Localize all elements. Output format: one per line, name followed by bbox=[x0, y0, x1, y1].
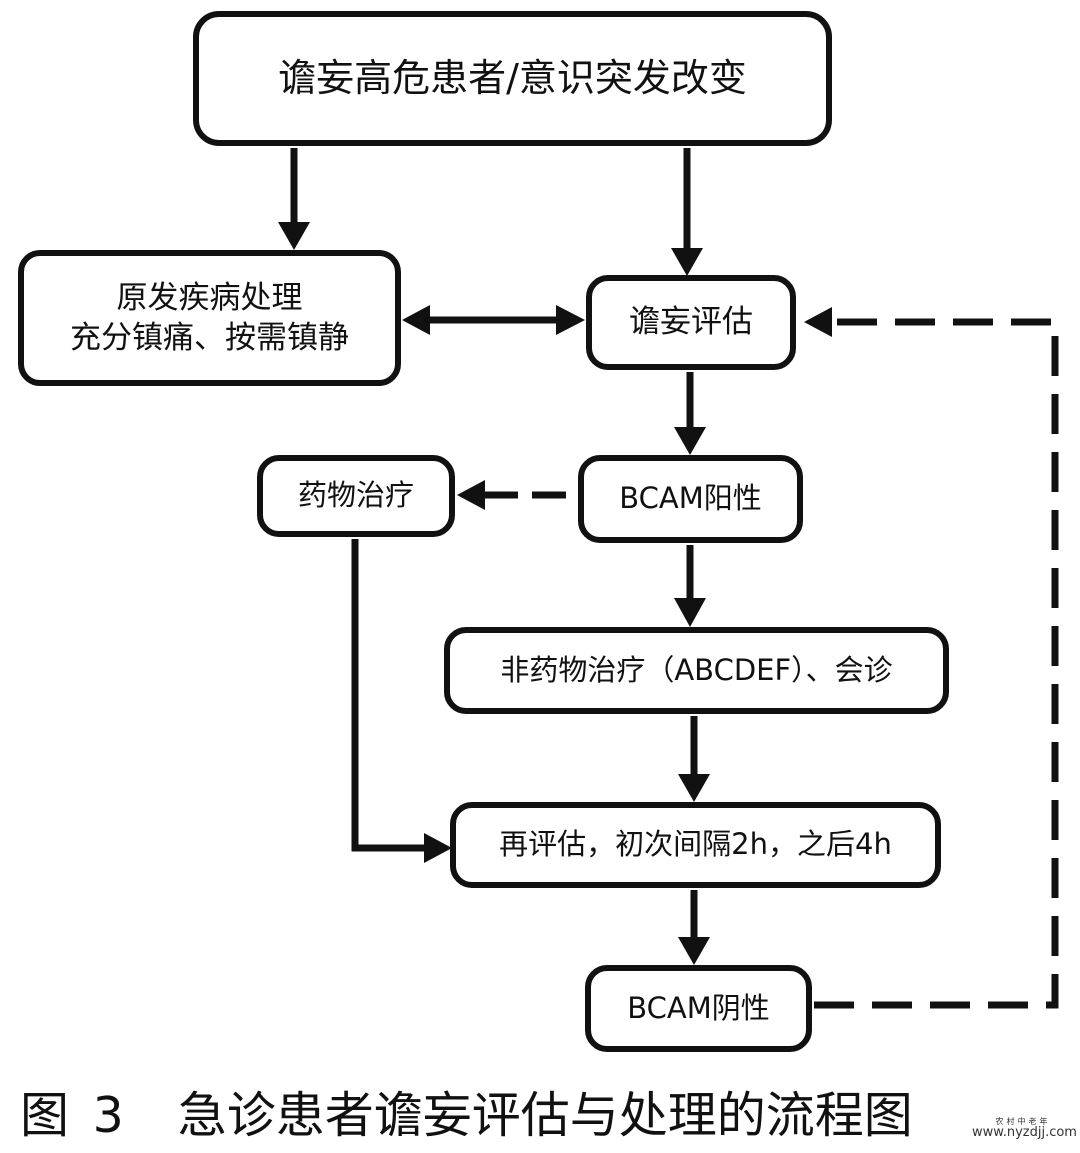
node-primary-disease-treatment: 原发疾病处理 充分镇痛、按需镇静 bbox=[18, 250, 401, 386]
site-watermark: 农村中老年 www.nyzdjj.com bbox=[972, 1117, 1077, 1141]
edge-negative-to-assess bbox=[814, 318, 1059, 1009]
figure-caption-title: 急诊患者谵妄评估与处理的流程图 bbox=[177, 1087, 913, 1144]
edge-drug-to-reassess bbox=[351, 539, 424, 852]
node-bcam-negative: BCAM阴性 bbox=[585, 965, 812, 1052]
node-drug-therapy-label: 药物治疗 bbox=[297, 478, 414, 513]
node-delirium-assessment-label: 谵妄评估 bbox=[629, 304, 753, 341]
node-high-risk-patient: 谵妄高危患者/意识突发改变 bbox=[193, 11, 832, 146]
node-drug-therapy: 药物治疗 bbox=[257, 455, 455, 537]
node-primary-line1: 原发疾病处理 bbox=[116, 279, 303, 316]
arrowhead-primary-left bbox=[402, 305, 430, 335]
node-primary-line2: 充分镇痛、按需镇静 bbox=[70, 320, 349, 356]
arrowhead-assess-right bbox=[556, 305, 585, 335]
figure-caption-label: 图 3 bbox=[20, 1087, 128, 1144]
node-bcam-positive-label: BCAM阳性 bbox=[619, 481, 762, 516]
arrowhead-negative-down bbox=[678, 937, 710, 965]
arrowhead-positive-down bbox=[674, 427, 706, 455]
watermark-text: 农村中老年 bbox=[995, 1117, 1051, 1126]
node-high-risk-patient-label: 谵妄高危患者/意识突发改变 bbox=[278, 55, 747, 100]
arrowhead-drug-left bbox=[457, 480, 485, 510]
node-non-drug-therapy-label: 非药物治疗（ABCDEF）、会诊 bbox=[500, 652, 893, 687]
arrowhead-nondrug-down bbox=[674, 598, 706, 627]
arrowhead-reassess-down bbox=[678, 774, 710, 802]
node-bcam-negative-label: BCAM阴性 bbox=[627, 990, 770, 1025]
arrowhead-assess-down bbox=[671, 248, 703, 276]
node-reassessment: 再评估，初次间隔2h，之后4h bbox=[450, 802, 941, 888]
node-reassessment-label: 再评估，初次间隔2h，之后4h bbox=[499, 827, 892, 862]
watermark-url: www.nyzdjj.com bbox=[972, 1125, 1077, 1141]
node-delirium-assessment: 谵妄评估 bbox=[586, 275, 796, 370]
node-bcam-positive: BCAM阳性 bbox=[578, 455, 803, 543]
arrowhead-loop-left bbox=[804, 307, 832, 337]
arrowhead-primary-down bbox=[278, 222, 310, 250]
figure-caption: 图 3 急诊患者谵妄评估与处理的流程图 bbox=[20, 1076, 1070, 1146]
node-non-drug-therapy: 非药物治疗（ABCDEF）、会诊 bbox=[444, 627, 949, 714]
arrowhead-reassess-right bbox=[424, 833, 452, 863]
